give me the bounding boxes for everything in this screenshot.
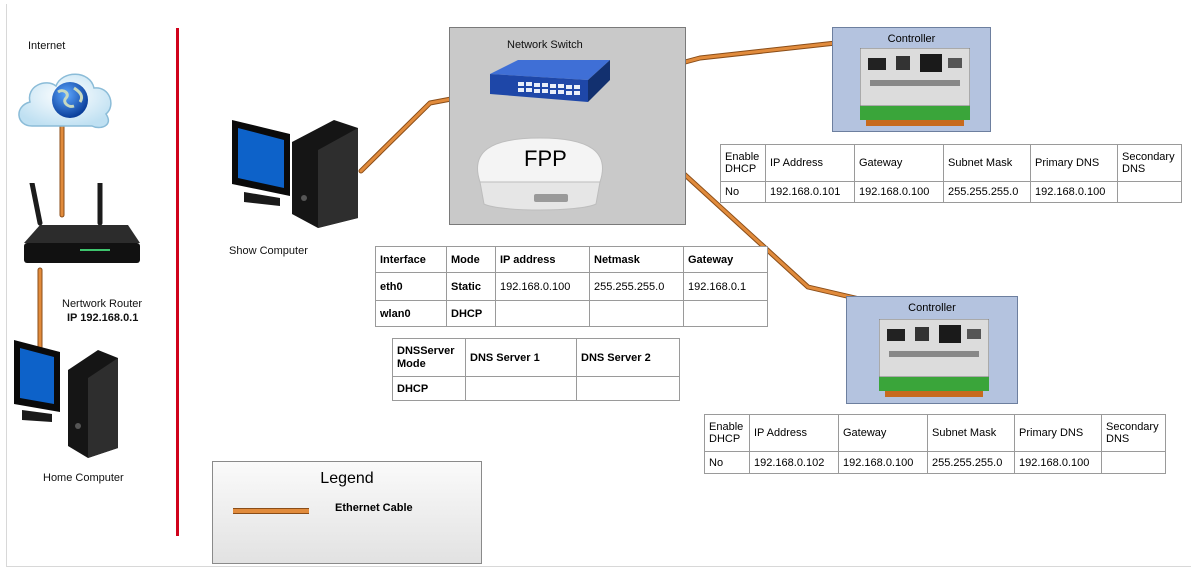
router-name: Nertwork Router — [62, 298, 143, 310]
table-cell — [465, 376, 577, 401]
show-computer-label: Show Computer — [229, 245, 308, 257]
controller-board-icon — [879, 319, 989, 397]
table-cell — [1101, 451, 1166, 474]
table-header: DNSServer Mode — [392, 338, 466, 377]
table-header: Enable DHCP — [704, 414, 750, 452]
fpp-interface-table: Interface Mode IP address Netmask Gatewa… — [375, 246, 768, 327]
table-header: Subnet Mask — [927, 414, 1015, 452]
table-header-row: Enable DHCP IP Address Gateway Subnet Ma… — [704, 414, 1166, 452]
table-row: No 192.168.0.101 192.168.0.100 255.255.2… — [720, 181, 1182, 203]
table-header: DNS Server 2 — [576, 338, 680, 377]
table-cell: wlan0 — [375, 300, 447, 327]
table-cell: DHCP — [446, 300, 496, 327]
fpp-device-icon — [477, 137, 603, 211]
table-header: IP Address — [765, 144, 855, 182]
table-header: Primary DNS — [1030, 144, 1118, 182]
table-cell: 192.168.0.100 — [1014, 451, 1102, 474]
internet-label: Internet — [28, 40, 66, 52]
table-header-row: DNSServer Mode DNS Server 1 DNS Server 2 — [392, 338, 680, 377]
table-header-row: Enable DHCP IP Address Gateway Subnet Ma… — [720, 144, 1182, 182]
table-header: Gateway — [854, 144, 944, 182]
table-header: Primary DNS — [1014, 414, 1102, 452]
fpp-label: FPP — [524, 146, 567, 171]
table-header: Gateway — [838, 414, 928, 452]
table-header: Subnet Mask — [943, 144, 1031, 182]
table-cell: 192.168.0.1 — [683, 272, 768, 301]
table-row: eth0 Static 192.168.0.100 255.255.255.0 … — [375, 272, 768, 301]
switch-label: Network Switch — [507, 39, 583, 51]
table-row: wlan0 DHCP — [375, 300, 768, 327]
table-header: DNS Server 1 — [465, 338, 577, 377]
table-header: IP Address — [749, 414, 839, 452]
table-header-row: Interface Mode IP address Netmask Gatewa… — [375, 246, 768, 273]
table-header: IP address — [495, 246, 590, 273]
table-row: DHCP — [392, 376, 680, 401]
table-cell: 192.168.0.100 — [838, 451, 928, 474]
router-ip: IP 192.168.0.1 — [67, 312, 139, 324]
table-cell: 255.255.255.0 — [927, 451, 1015, 474]
home-computer-icon — [14, 340, 118, 458]
table-cell — [1117, 181, 1182, 203]
table-cell: 192.168.0.100 — [495, 272, 590, 301]
table-cell: DHCP — [392, 376, 466, 401]
table-cell: 255.255.255.0 — [589, 272, 684, 301]
table-cell: 192.168.0.101 — [765, 181, 855, 203]
fpp-dns-table: DNSServer Mode DNS Server 1 DNS Server 2… — [392, 338, 680, 401]
table-cell: 192.168.0.100 — [1030, 181, 1118, 203]
controller-1-label: Controller — [887, 33, 936, 45]
controller-2-table: Enable DHCP IP Address Gateway Subnet Ma… — [704, 414, 1166, 474]
controller-1-table: Enable DHCP IP Address Gateway Subnet Ma… — [720, 144, 1182, 203]
legend-title: Legend — [320, 470, 374, 487]
table-header: Secondary DNS — [1101, 414, 1166, 452]
legend: Legend Ethernet Cable — [212, 461, 482, 564]
table-header: Interface — [375, 246, 447, 273]
table-row: No 192.168.0.102 192.168.0.100 255.255.2… — [704, 451, 1166, 474]
table-cell: 192.168.0.102 — [749, 451, 839, 474]
table-cell: 255.255.255.0 — [943, 181, 1031, 203]
controller-2-label: Controller — [908, 302, 956, 314]
controller-board-icon — [860, 48, 970, 126]
legend-ethernet-swatch — [233, 508, 309, 514]
table-cell — [576, 376, 680, 401]
controller-1-box: Controller — [832, 27, 991, 132]
home-computer-label: Home Computer — [43, 472, 124, 484]
table-header: Netmask — [589, 246, 684, 273]
show-computer-icon — [232, 120, 358, 228]
router-icon — [24, 183, 140, 263]
divider-line — [176, 28, 179, 536]
network-switch-box: Network Switch FPP — [449, 27, 686, 225]
table-cell: No — [704, 451, 750, 474]
controller-2-box: Controller — [846, 296, 1018, 404]
table-cell: eth0 — [375, 272, 447, 301]
table-header: Gateway — [683, 246, 768, 273]
table-cell: No — [720, 181, 766, 203]
table-header: Enable DHCP — [720, 144, 766, 182]
table-header: Mode — [446, 246, 496, 273]
cloud-icon — [18, 73, 112, 129]
table-cell — [589, 300, 684, 327]
diagram-canvas — [6, 4, 1191, 567]
table-cell: Static — [446, 272, 496, 301]
switch-icon — [490, 60, 610, 102]
legend-ethernet-label: Ethernet Cable — [335, 502, 413, 514]
table-header: Secondary DNS — [1117, 144, 1182, 182]
table-cell: 192.168.0.100 — [854, 181, 944, 203]
table-cell — [683, 300, 768, 327]
table-cell — [495, 300, 590, 327]
